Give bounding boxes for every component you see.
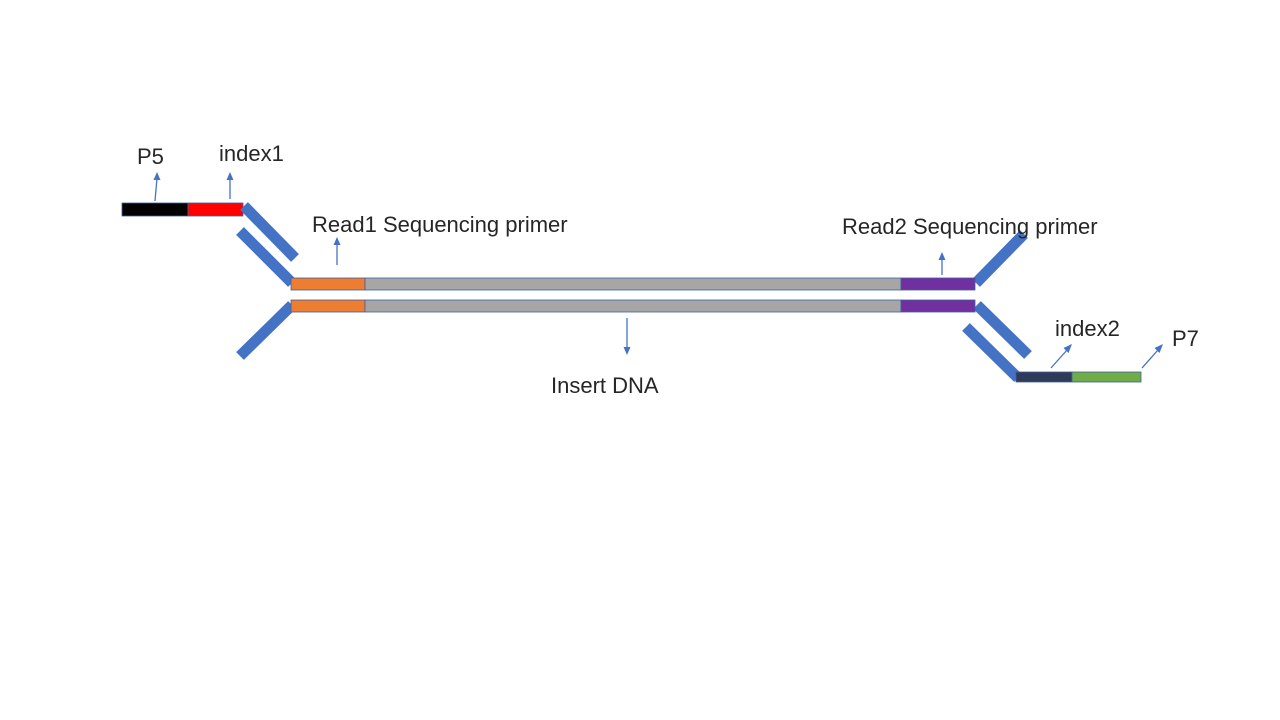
- insert-dna-arrow: [623, 318, 631, 355]
- insert-dna-label: Insert DNA: [551, 373, 659, 398]
- index2-segment: [1015, 371, 1073, 383]
- adapter-arm-top-left-inner: [236, 227, 296, 287]
- index2-arrow: [1050, 344, 1072, 369]
- adapter-arm-top-right: [972, 230, 1028, 287]
- read2-primer-segment-bottom: [900, 299, 976, 313]
- index2-label: index2: [1055, 316, 1120, 341]
- index1-segment: [187, 202, 244, 217]
- read1-primer-segment-bottom: [290, 299, 366, 313]
- p5-segment: [121, 202, 189, 217]
- read1-primer-arrow: [333, 237, 341, 265]
- read2-primer-segment-top: [900, 277, 976, 291]
- read2-primer-label: Read2 Sequencing primer: [842, 214, 1098, 239]
- p5-label: P5: [137, 144, 164, 169]
- adapter-arm-bottom-right-outer: [962, 323, 1022, 382]
- adapter-arm-bottom-left: [236, 301, 296, 360]
- p7-label: P7: [1172, 326, 1199, 351]
- index1-label: index1: [219, 141, 284, 166]
- p7-arrow: [1141, 344, 1163, 369]
- read1-primer-label: Read1 Sequencing primer: [312, 212, 568, 237]
- adapter-arm-bottom-right-inner: [973, 301, 1032, 359]
- insert-dna-segment-bottom: [364, 299, 902, 313]
- p5-arrow: [153, 172, 161, 202]
- p7-segment: [1071, 371, 1142, 383]
- index1-arrow: [226, 172, 234, 199]
- adapter-arm-top-left-outer: [240, 202, 299, 262]
- read1-primer-segment-top: [290, 277, 366, 291]
- read2-primer-arrow: [938, 252, 946, 275]
- insert-dna-segment-top: [364, 277, 902, 291]
